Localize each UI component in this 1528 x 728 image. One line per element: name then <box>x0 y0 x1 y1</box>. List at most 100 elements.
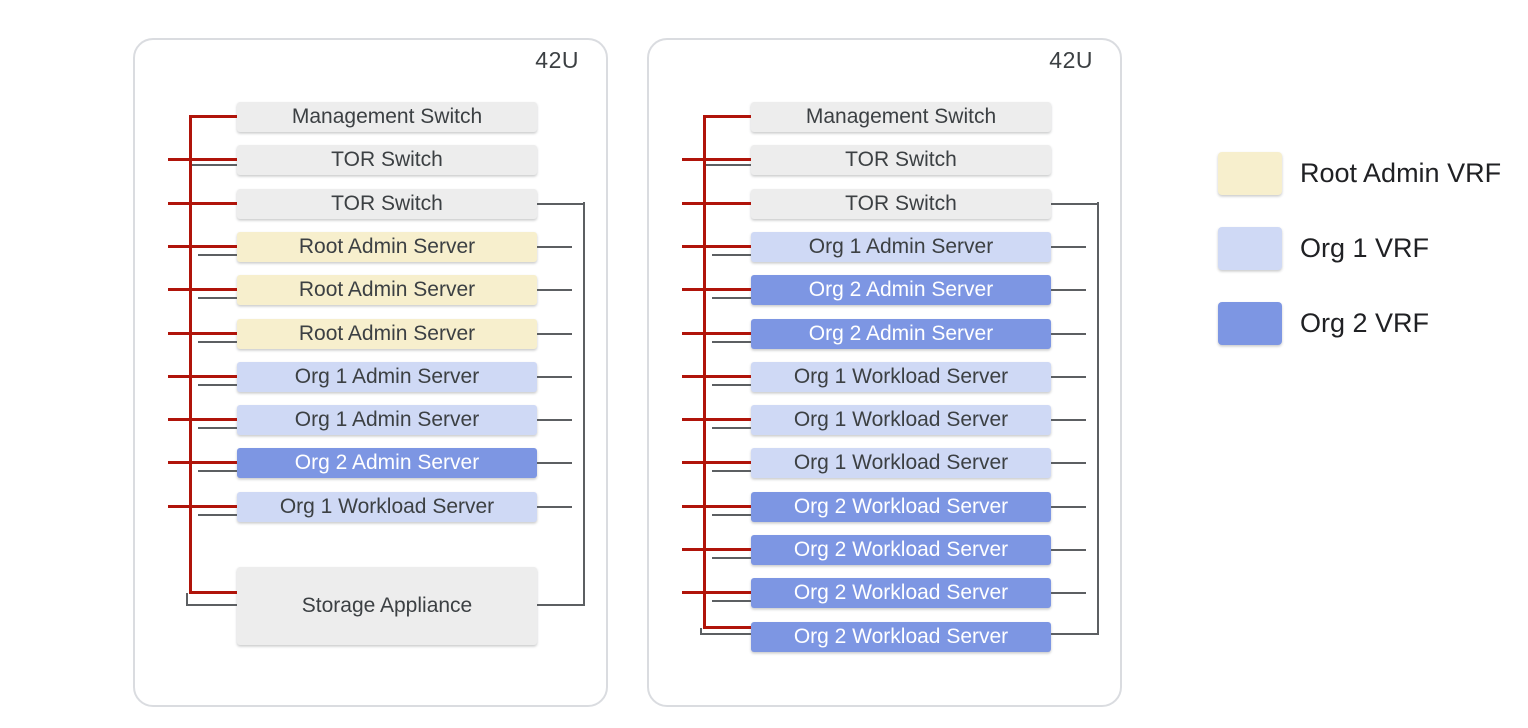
data-network-line <box>537 246 572 248</box>
management-network-line <box>682 461 751 464</box>
management-network-line <box>682 245 751 248</box>
rack-unit: Org 1 Workload Server <box>237 492 537 522</box>
data-network-line <box>537 462 572 464</box>
data-network-line <box>198 427 237 429</box>
management-network-line <box>703 626 751 629</box>
data-network-line <box>537 203 585 205</box>
management-network-line <box>189 591 237 594</box>
legend-label: Org 1 VRF <box>1300 233 1430 263</box>
data-network-line <box>198 470 237 472</box>
data-network-line <box>537 333 572 335</box>
legend-color-swatch <box>1218 302 1282 345</box>
management-network-line <box>682 158 751 161</box>
data-network-line <box>1051 203 1099 205</box>
management-network-line <box>682 591 751 594</box>
data-network-line <box>1051 246 1086 248</box>
management-network-line <box>682 202 751 205</box>
rack-unit: Org 1 Workload Server <box>751 448 1051 478</box>
rack-unit: Root Admin Server <box>237 319 537 349</box>
management-network-line <box>682 332 751 335</box>
data-network-line <box>198 384 237 386</box>
management-network-line <box>168 505 237 508</box>
rack-unit: Org 2 Admin Server <box>751 319 1051 349</box>
management-network-line <box>682 288 751 291</box>
rack-unit: Management Switch <box>237 102 537 132</box>
legend-item: Root Admin VRF <box>1218 152 1518 195</box>
rack-unit: TOR Switch <box>237 145 537 175</box>
legend: Root Admin VRF Org 1 VRF Org 2 VRF <box>1218 152 1518 377</box>
management-network-line <box>168 332 237 335</box>
management-network-bus <box>703 115 706 629</box>
rack-unit: Org 2 Workload Server <box>751 535 1051 565</box>
rack-unit: Org 2 Workload Server <box>751 492 1051 522</box>
rack-unit: Management Switch <box>751 102 1051 132</box>
data-network-line <box>703 164 751 166</box>
data-network-line <box>537 506 572 508</box>
data-network-line <box>1051 376 1086 378</box>
rack-unit: Org 2 Workload Server <box>751 578 1051 608</box>
management-network-line <box>189 115 237 118</box>
data-network-line <box>1051 289 1086 291</box>
data-network-line <box>712 600 751 602</box>
management-network-line <box>682 375 751 378</box>
data-network-line <box>198 254 237 256</box>
rack-unit: Org 2 Admin Server <box>237 448 537 478</box>
management-network-line <box>168 202 237 205</box>
data-network-line <box>537 604 585 606</box>
data-network-line <box>198 514 237 516</box>
legend-item: Org 1 VRF <box>1218 227 1518 270</box>
data-network-line <box>700 628 702 633</box>
data-network-line <box>537 419 572 421</box>
data-network-line <box>1051 462 1086 464</box>
data-network-line <box>537 289 572 291</box>
management-network-line <box>168 375 237 378</box>
data-network-line <box>198 341 237 343</box>
data-network-line <box>1051 419 1086 421</box>
rack-unit: Storage Appliance <box>237 567 537 645</box>
data-network-line <box>1051 506 1086 508</box>
data-network-line <box>186 604 237 606</box>
data-network-line <box>1051 549 1086 551</box>
rack-unit: Root Admin Server <box>237 275 537 305</box>
rack-unit: TOR Switch <box>751 189 1051 219</box>
data-network-line <box>537 376 572 378</box>
management-network-line <box>168 418 237 421</box>
rack-unit: TOR Switch <box>751 145 1051 175</box>
management-network-line <box>682 548 751 551</box>
legend-item: Org 2 VRF <box>1218 302 1518 345</box>
legend-label: Org 2 VRF <box>1300 308 1430 338</box>
rack-unit: Org 2 Workload Server <box>751 622 1051 652</box>
rack-unit: Root Admin Server <box>237 232 537 262</box>
data-network-bus <box>1097 202 1099 635</box>
rack-size-label: 42U <box>535 47 579 73</box>
legend-label: Root Admin VRF <box>1300 158 1502 188</box>
data-network-line <box>712 470 751 472</box>
data-network-line <box>712 557 751 559</box>
data-network-line <box>712 427 751 429</box>
data-network-line <box>186 593 188 604</box>
data-network-line <box>712 384 751 386</box>
management-network-line <box>168 288 237 291</box>
rack-unit: Org 1 Admin Server <box>751 232 1051 262</box>
management-network-line <box>703 115 751 118</box>
data-network-line <box>712 297 751 299</box>
data-network-line <box>1051 633 1099 635</box>
data-network-line <box>1051 592 1086 594</box>
data-network-line <box>1051 333 1086 335</box>
rack-size-label: 42U <box>1049 47 1093 73</box>
data-network-line <box>712 514 751 516</box>
rack-unit: TOR Switch <box>237 189 537 219</box>
data-network-line <box>198 297 237 299</box>
data-network-line <box>712 254 751 256</box>
rack-unit: Org 1 Admin Server <box>237 362 537 392</box>
management-network-line <box>682 505 751 508</box>
data-network-line <box>712 341 751 343</box>
rack-unit: Org 1 Admin Server <box>237 405 537 435</box>
legend-color-swatch <box>1218 227 1282 270</box>
rack-unit: Org 1 Workload Server <box>751 405 1051 435</box>
data-network-bus <box>583 202 585 606</box>
management-network-line <box>682 418 751 421</box>
